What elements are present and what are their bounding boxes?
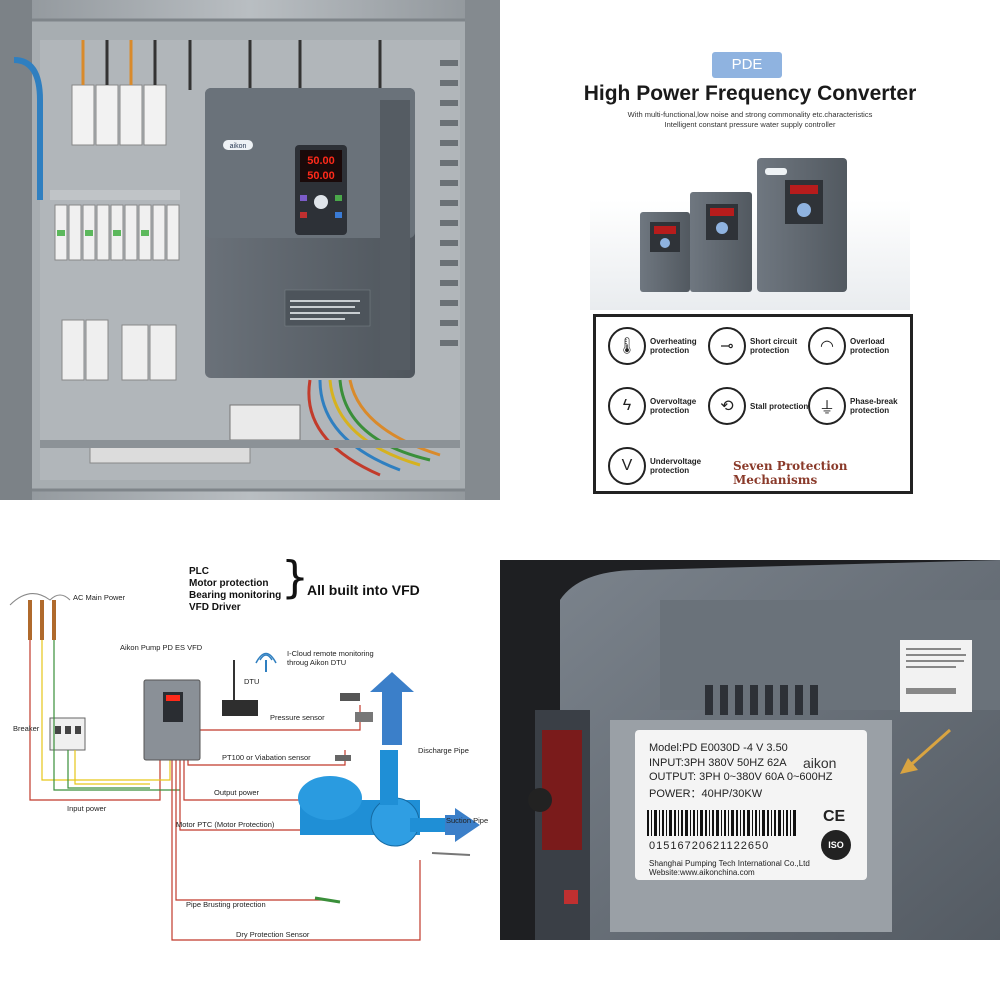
- discharge-pipe-label: Discharge Pipe: [418, 746, 469, 755]
- label-output: OUTPUT: 3PH 0~380V 60A 0~600HZ: [649, 771, 833, 783]
- pressure-sensor-label: Pressure sensor: [270, 713, 325, 722]
- suction-pipe-label: Suction Pipe: [446, 816, 489, 825]
- cloud-label-1: I-Cloud remote monitoring: [287, 649, 374, 658]
- pipe-brust-label: Pipe Brusting protection: [186, 900, 266, 909]
- breaker-label: Breaker: [13, 724, 40, 733]
- gauge-icon: ◠: [808, 327, 846, 365]
- ground-icon: ⏚: [808, 387, 846, 425]
- pde-badge: PDE: [712, 52, 782, 78]
- label-input: INPUT:3PH 380V 50HZ 62A: [649, 757, 787, 769]
- display-line-2: 50.00: [307, 170, 335, 182]
- motor-ptc-label: Motor PTC (Motor Protection): [176, 820, 275, 829]
- product-promo: PDE High Power Frequency Converter With …: [500, 0, 1000, 500]
- label-serial: 01516720621122650: [649, 840, 770, 852]
- dtu-label: DTU: [244, 677, 260, 686]
- protection-label: Short circuit protection: [750, 337, 798, 355]
- wiring-diagram: PLC Motor protection Bearing monitoring …: [0, 500, 500, 1000]
- promo-title: High Power Frequency Converter: [583, 82, 917, 105]
- vfd-brand: aikon: [230, 143, 247, 150]
- protection-label: Phase-break protection: [850, 397, 898, 415]
- cabinet-photo: 50.00 50.00 aikon: [0, 0, 500, 500]
- vfd-label: Aikon Pump PD ES VFD: [120, 643, 203, 652]
- protection-item: ⏚ Phase-break protection: [808, 387, 910, 425]
- promo-subtitle-1: With multi-functional,low noise and stro…: [627, 110, 873, 119]
- protection-item: ϟ Overvoltage protection: [608, 387, 710, 425]
- protection-item: ⟲ Stall protection: [708, 387, 810, 425]
- brace-icon: }: [281, 552, 309, 603]
- dry-sensor-label: Dry Protection Sensor: [236, 930, 310, 939]
- display-line-1: 50.00: [307, 155, 335, 167]
- barcode: [647, 810, 796, 836]
- protection-item: ◠ Overload protection: [808, 327, 910, 365]
- stall-arrows-icon: ⟲: [708, 387, 746, 425]
- protection-item: V Undervoltage protection: [608, 447, 710, 485]
- protection-box: 🌡 Overheating protection ⊸ Short circuit…: [593, 314, 913, 494]
- nameplate-photo: Model:PD E0030D -4 V 3.50 INPUT:3PH 380V…: [500, 560, 1000, 940]
- promo-subtitle-2: Intelligent constant pressure water supp…: [664, 120, 836, 129]
- output-power-label: Output power: [214, 788, 260, 797]
- nameplate-label: Model:PD E0030D -4 V 3.50 INPUT:3PH 380V…: [635, 730, 867, 880]
- seven-protection-title: Seven Protection Mechanisms: [733, 459, 848, 487]
- short-circuit-icon: ⊸: [708, 327, 746, 365]
- list-item-vfd-driver: VFD Driver: [189, 602, 241, 613]
- label-company: Shanghai Pumping Tech International Co.,…: [649, 859, 810, 868]
- list-item-plc: PLC: [189, 566, 209, 577]
- protection-item: 🌡 Overheating protection: [608, 327, 710, 365]
- thermometer-icon: 🌡: [608, 327, 646, 365]
- protection-label: Stall protection: [750, 401, 809, 411]
- input-power-label: Input power: [67, 804, 107, 813]
- protection-label: Overvoltage protection: [650, 397, 697, 415]
- iso-badge: ISO: [821, 830, 851, 860]
- cloud-label-2: throug Aikon DTU: [287, 658, 347, 667]
- label-website: Website:www.aikonchina.com: [649, 868, 755, 877]
- cabinet-illustration: 50.00 50.00 aikon: [0, 0, 500, 500]
- label-power: POWER：40HP/30KW: [649, 788, 763, 800]
- label-model: Model:PD E0030D -4 V 3.50: [649, 742, 788, 754]
- protection-label: Undervoltage protection: [650, 457, 702, 475]
- lightning-icon: ϟ: [608, 387, 646, 425]
- protection-item: ⊸ Short circuit protection: [708, 327, 810, 365]
- protection-label: Overload protection: [850, 337, 890, 355]
- ce-mark: CE: [823, 808, 846, 825]
- pt100-label: PT100 or Viabation sensor: [222, 753, 311, 762]
- wiring-diagram-graphics: [9, 593, 480, 941]
- label-brand: aikon: [803, 755, 837, 771]
- vfd-products-image: [590, 158, 910, 310]
- ac-main-power-label: AC Main Power: [73, 593, 126, 602]
- undervoltage-icon: V: [608, 447, 646, 485]
- list-item-motor-protection: Motor protection: [189, 578, 269, 589]
- list-item-bearing: Bearing monitoring: [189, 590, 282, 601]
- built-into-vfd: All built into VFD: [307, 582, 420, 598]
- protection-label: Overheating protection: [650, 337, 697, 355]
